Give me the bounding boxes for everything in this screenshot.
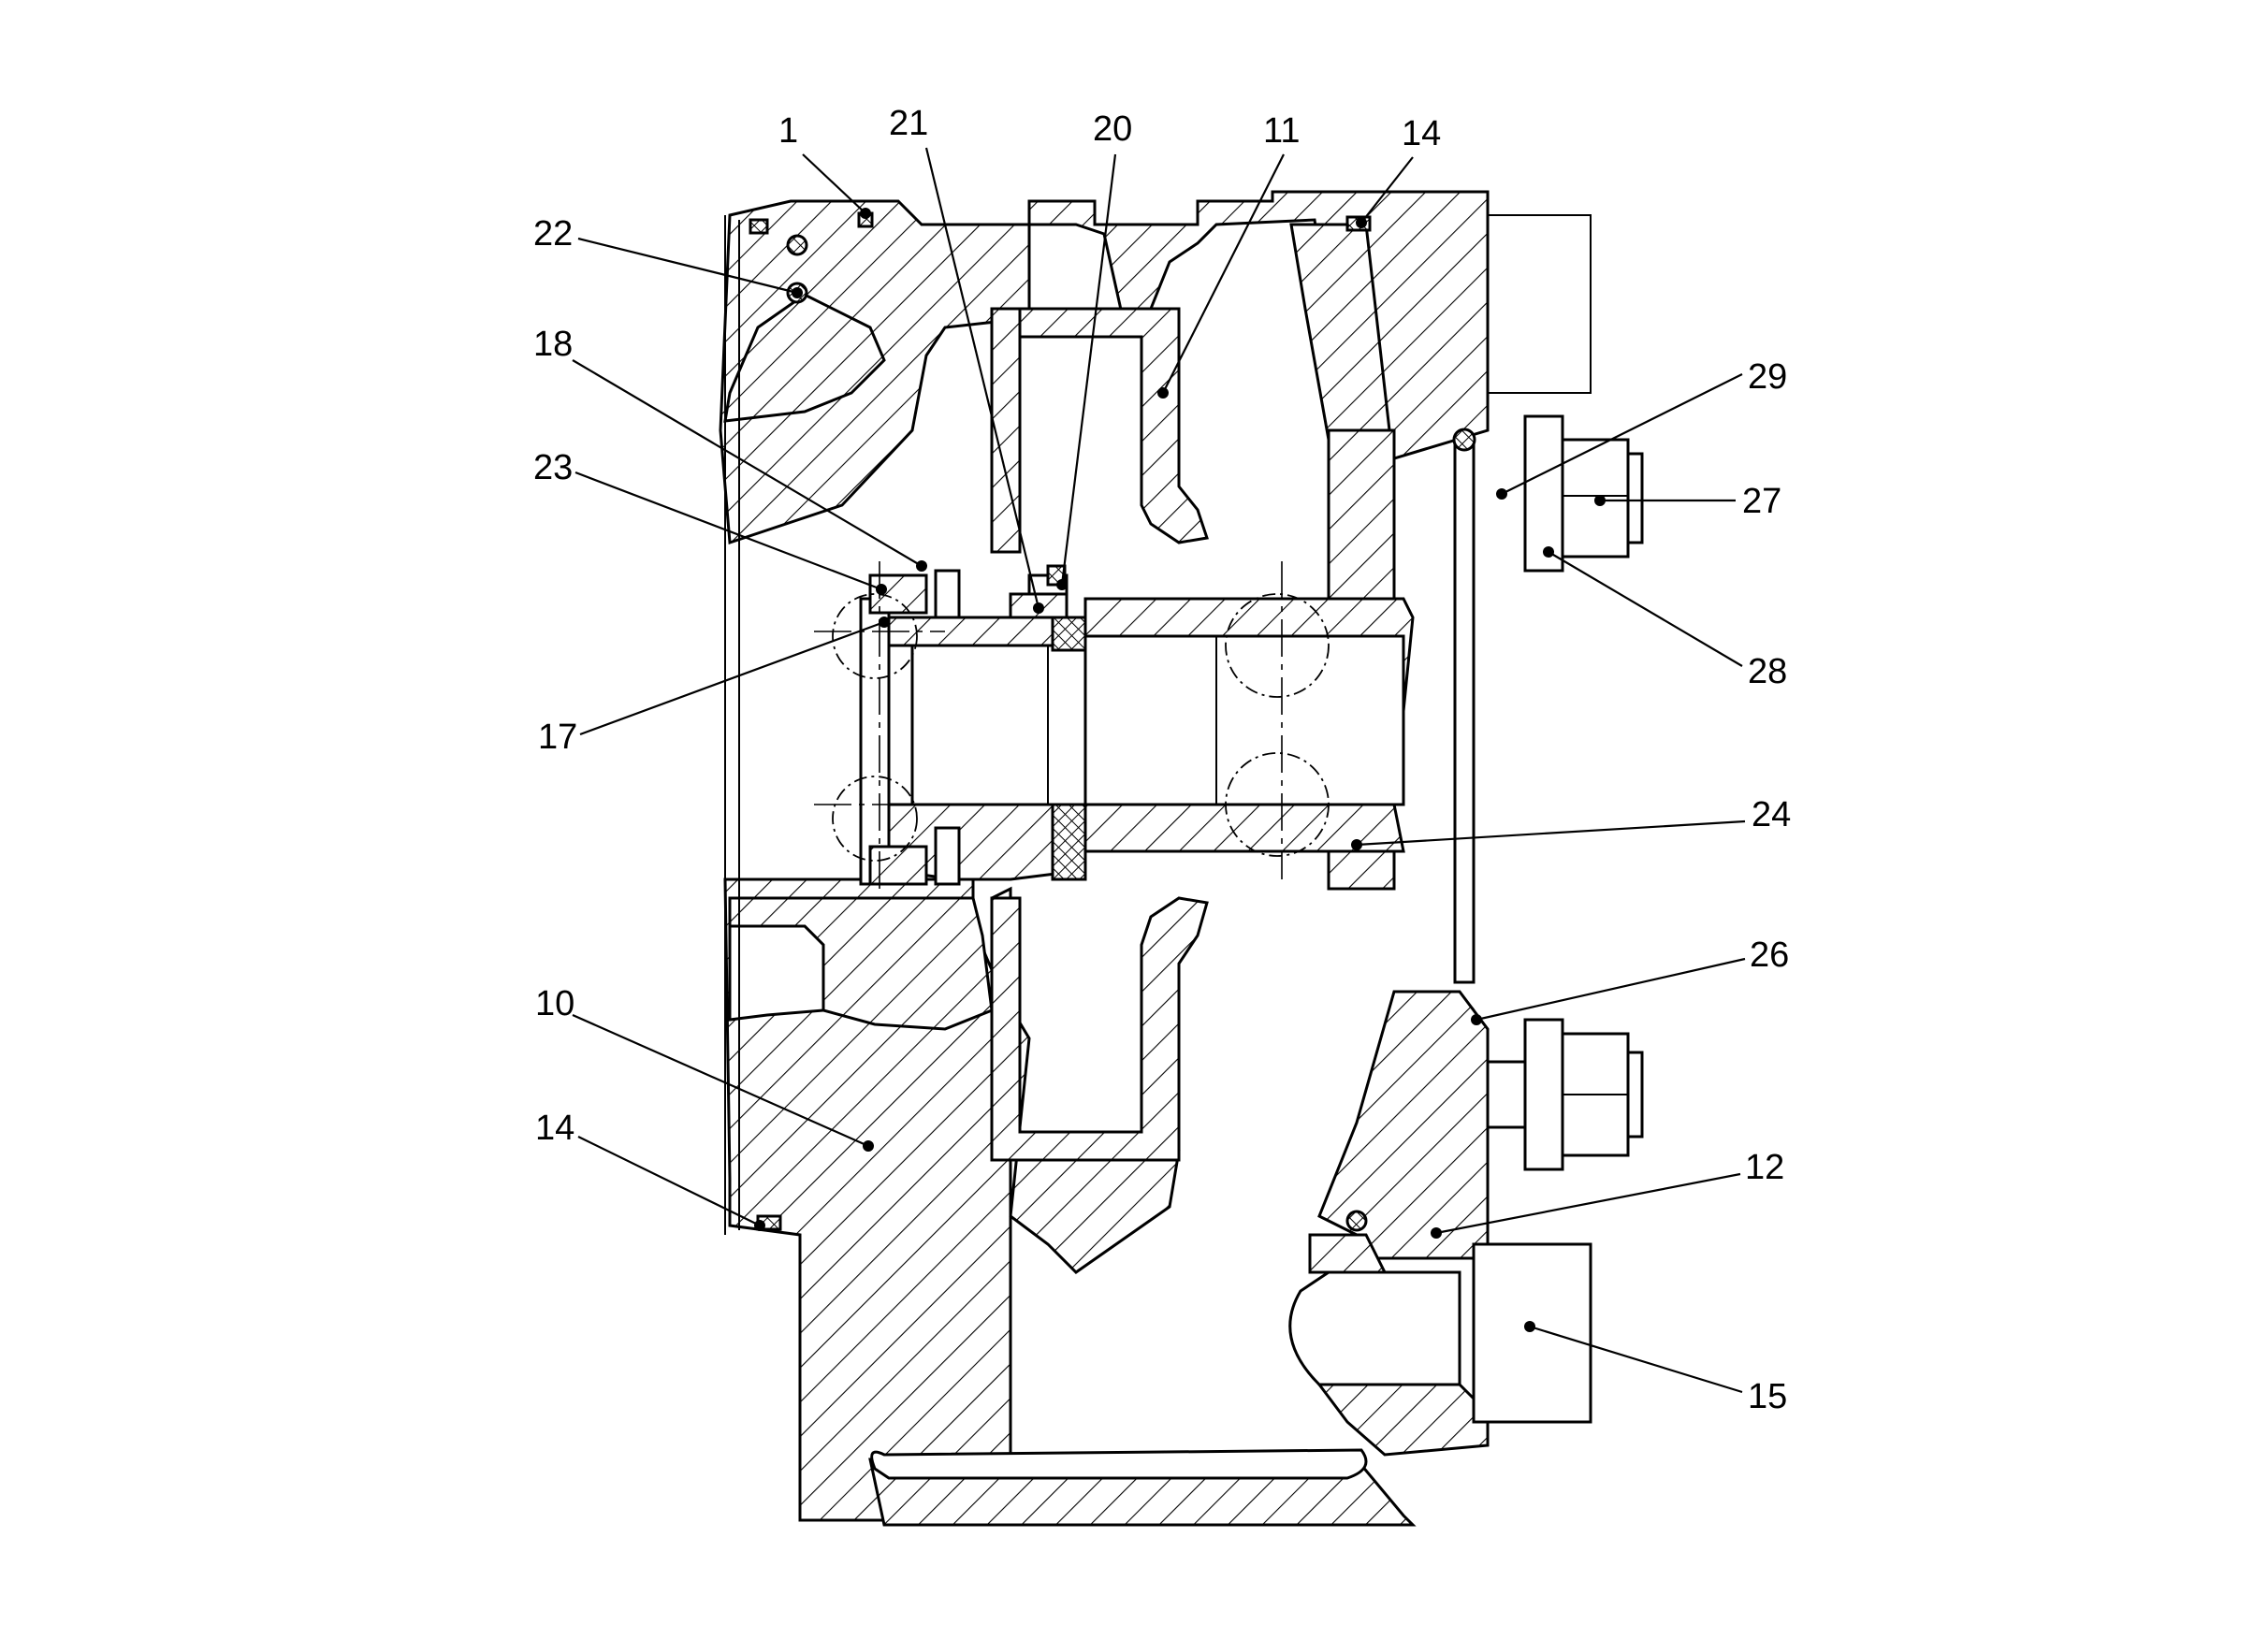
callout-label: 20 — [1093, 109, 1132, 149]
casing-body — [723, 878, 1417, 1527]
impeller — [990, 307, 1209, 1162]
callouts: 1 21 20 11 14 22 18 23 17 29 — [533, 104, 1791, 1416]
callout-label: 11 — [1263, 111, 1300, 151]
callout-label: 27 — [1742, 482, 1781, 521]
shaft — [887, 597, 1415, 881]
callout-label: 15 — [1748, 1377, 1787, 1416]
callout-label: 21 — [889, 104, 928, 143]
lower-right-casing — [1288, 990, 1592, 1457]
callout-label: 22 — [533, 214, 573, 254]
callout-label: 17 — [538, 718, 577, 757]
callout-label: 10 — [535, 984, 574, 1023]
callout-label: 26 — [1750, 936, 1789, 975]
callout-label: 24 — [1752, 795, 1791, 834]
callout-label: 29 — [1748, 357, 1787, 397]
callout-label: 23 — [533, 448, 573, 487]
callout-label: 14 — [535, 1109, 574, 1148]
callout-label: 14 — [1402, 114, 1441, 153]
callout-label: 28 — [1748, 652, 1787, 691]
callout-label: 12 — [1745, 1148, 1784, 1187]
callout-label: 18 — [533, 325, 573, 364]
callout-label: 1 — [778, 111, 798, 151]
